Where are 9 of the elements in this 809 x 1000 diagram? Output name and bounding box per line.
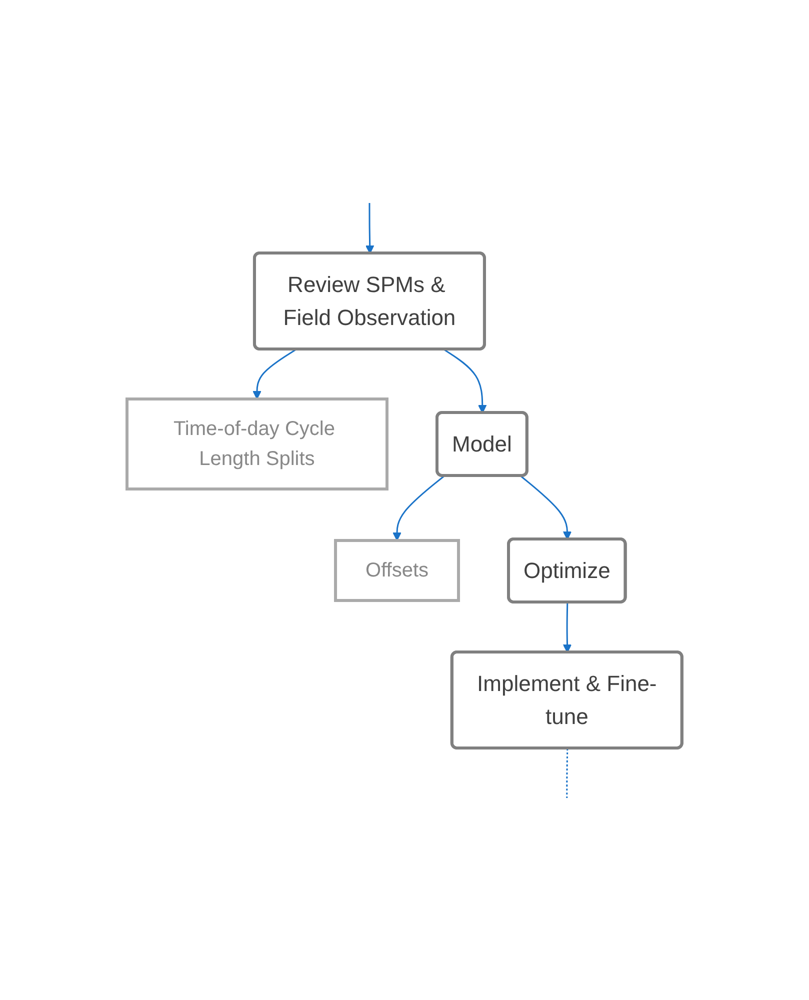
node-box: Time-of-day Cycle Length Splits — [126, 397, 389, 490]
connector — [566, 748, 568, 798]
arrow — [562, 602, 572, 652]
arrow — [392, 474, 445, 540]
arrow — [444, 348, 487, 413]
node-box: Offsets — [334, 538, 460, 602]
arrow — [520, 474, 572, 540]
arrow — [252, 348, 296, 399]
arrow — [365, 202, 374, 254]
